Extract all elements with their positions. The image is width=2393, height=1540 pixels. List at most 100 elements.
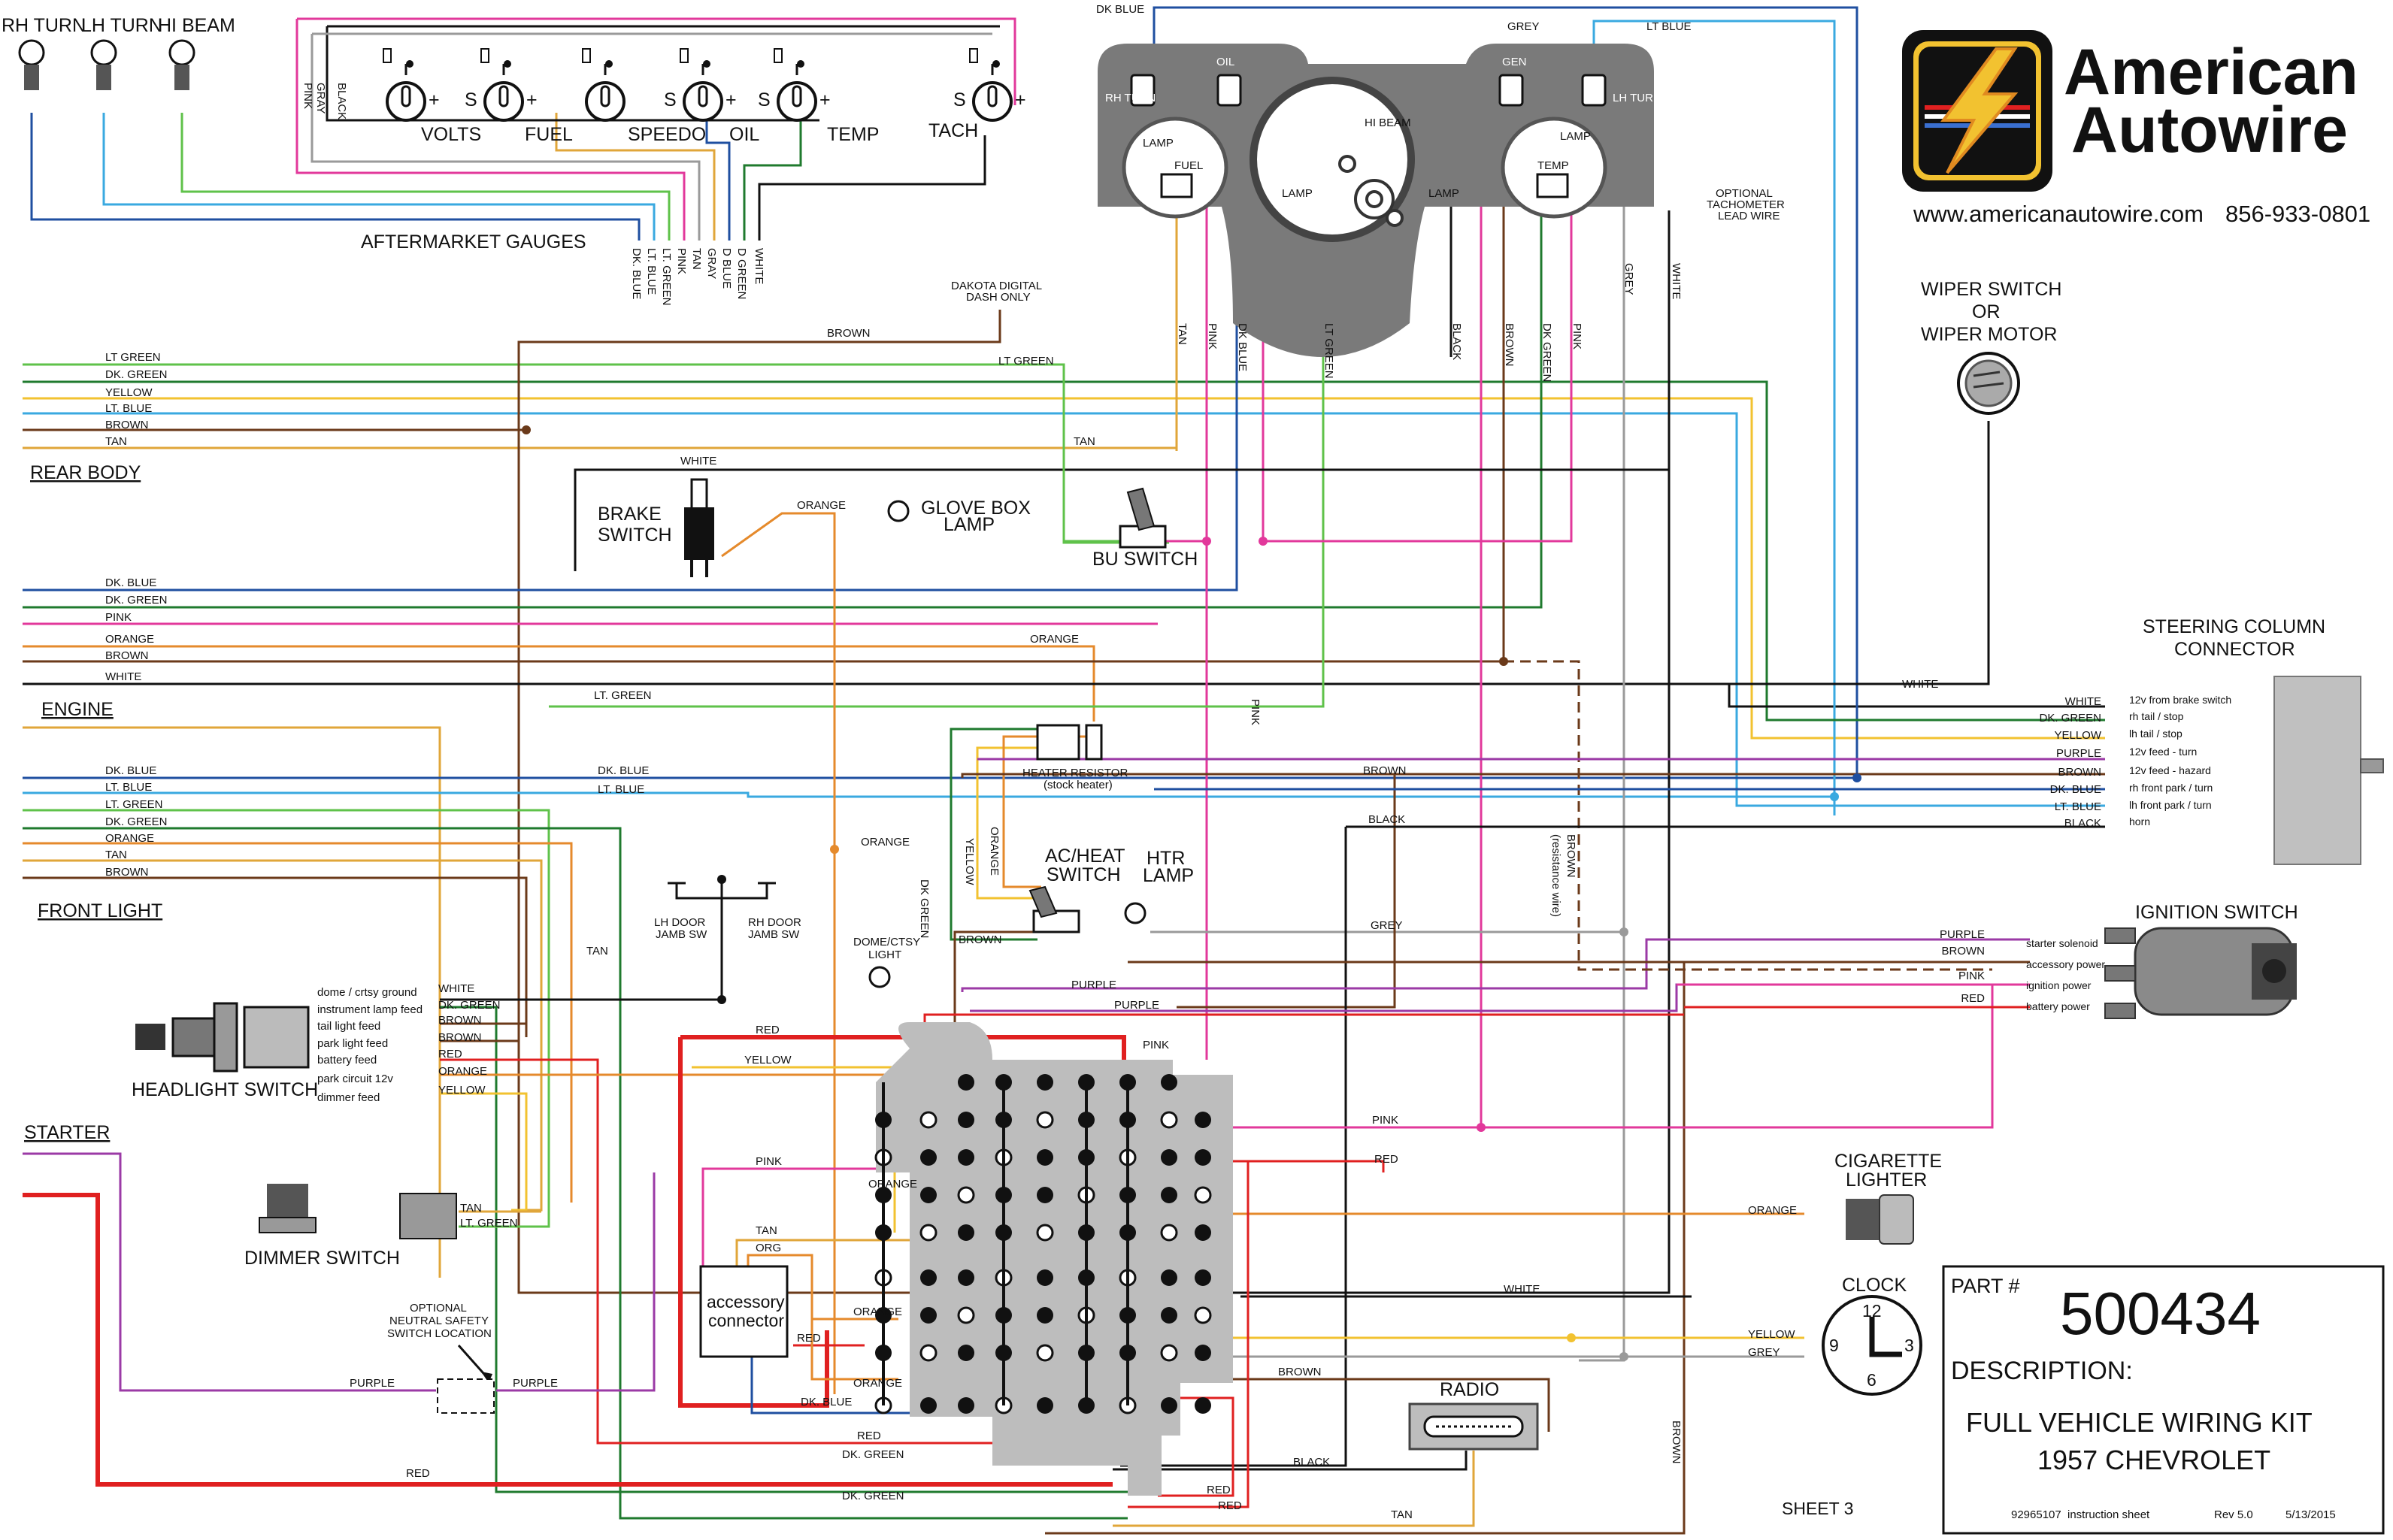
cigarette-label-line1: CIGARETTE [1834,1151,1942,1172]
steering-wire-label: DK. BLUE [2050,783,2101,796]
wire-gauge-tan [555,113,716,241]
heater-resistor-body-icon [1036,724,1080,761]
wire-gauge-dk-blue [30,113,641,241]
fuse-terminal [1037,1187,1053,1203]
wire-orange-fuse [810,1315,898,1381]
steering-connector-tab [2360,758,2384,773]
wire-label: PINK [1249,699,1262,725]
dome-label-line1: DOME/CTSY [853,936,920,949]
headlight-function-label: park circuit 12v [317,1073,393,1085]
fuse-terminal-open [1160,1344,1178,1362]
wire-label: GREY [1748,1346,1780,1359]
rh-door-label: RH DOOR [748,916,801,929]
rear-body-wire-label: LT GREEN [105,351,161,364]
headlight-function-label: instrument lamp feed [317,1003,423,1016]
dimmer-connector-icon [399,1193,457,1239]
glove-box-label-line1: GLOVE BOX [921,498,1031,519]
brand-name-line2: Autowire [2071,94,2348,166]
wire-label: BROWN [959,933,1002,946]
wire-black-radio [1113,1451,1468,1471]
junction-dot [1202,537,1211,546]
fuse-terminal [958,1074,974,1091]
rear-body-wire-label: BROWN [105,419,149,431]
headlight-wire-label: RED [438,1048,462,1060]
brake-switch-label-line1: BRAKE [598,504,662,525]
mid-wire-label: BROWN [105,649,149,662]
indicator-rh-turn: RH TURN [2,15,86,90]
wire-gauge-dkgreen2 [743,113,802,241]
front-light-section-label: FRONT LIGHT [38,900,162,921]
front-light-wire-label: ORANGE [105,832,154,845]
part-label: PART # [1951,1275,2020,1297]
dash-lh-turn-label: LH TURN [1613,92,1661,104]
wire-gauge-gray [310,34,701,241]
gauge-lamp-icon [480,48,489,63]
wire-label: LT. BLUE [598,783,644,796]
wire-label: ORANGE [797,499,846,512]
gauge-plus-label: + [725,89,737,110]
wiper-knob-line [1973,382,2004,389]
wire-hl-yellow [440,1092,528,1212]
fuse-terminal [1161,1074,1177,1091]
gauge-lead-label: D GREEN [735,248,748,299]
steering-function-label: 12v from brake switch [2129,694,2231,706]
bulb-socket-icon [1338,155,1356,173]
junction-dots [522,425,1861,1361]
junction-dot [1499,657,1508,666]
wire-mid-orange [23,645,1095,722]
accessory-connector: accessory connector [699,1265,789,1358]
fuse-terminal-open [957,1306,975,1324]
headlight-wire-label: DK. GREEN [438,999,501,1012]
headlight-function-label: tail light feed [317,1020,380,1033]
headlight-wire-label: BROWN [438,1014,482,1027]
dimmer-switch-cap-icon [267,1184,308,1218]
radio: RADIO [1408,1379,1539,1451]
wire-battery-red [678,1037,829,1408]
ac-heat-lever-icon [1028,885,1058,918]
junction-dot [605,60,613,68]
ignition-wire-label: BROWN [1942,945,1986,958]
wire-label: DK. GREEN [842,1448,904,1461]
wire-hl-white [440,977,723,1001]
socket-icon [96,65,111,90]
steering-connector-body [2273,676,2361,865]
bulb-icon [887,500,910,522]
part-number: 500434 [2060,1280,2261,1347]
revision: Rev 5.0 [2214,1508,2253,1521]
ignition-function-label: starter solenoid [2026,937,2098,949]
fuse-terminal [920,1307,937,1324]
steering-function-label: rh tail / stop [2129,710,2184,722]
gauge-s-label: S [758,89,771,110]
wire-label: TAN [586,945,608,958]
gauge-lamp-icon [383,48,392,63]
gauge-stud-icon [987,85,998,107]
dash-lead-label: PINK [1571,323,1583,349]
fuse-terminal-open [1160,1224,1178,1242]
mid-wire-label: ORANGE [105,633,154,646]
wire-mid-dk-green [23,184,1543,609]
brand-website[interactable]: www.americanautowire.com [1913,201,2204,227]
headlight-switch-shaft-icon [171,1017,216,1057]
ignition-function-label: battery power [2026,1000,2090,1012]
wire-label: DK. BLUE [801,1396,852,1408]
sheet-type: instruction sheet [2067,1508,2150,1521]
engine-section-label: ENGINE [41,699,114,720]
clock: CLOCK 12 3 6 9 [1822,1275,1922,1396]
wire-black-center [1120,827,1347,1467]
safety-note-line: NEUTRAL SAFETY [389,1315,489,1327]
ignition-terminal [2104,965,2136,982]
wire-label: BROWN [1278,1366,1322,1378]
wire-dash-ltgreen [549,184,1325,708]
fuse-terminal [958,1112,974,1128]
ac-heat-label-line1: AC/HEAT [1045,846,1125,867]
wire-label: DK GREEN [918,879,931,938]
rear-body-wire-label: LT. BLUE [105,402,152,415]
fuse-terminal [1195,1345,1211,1361]
wire-front-dk-blue [23,6,1858,779]
ignition-function-label: accessory power [2026,958,2105,970]
clock-label: CLOCK [1842,1275,1907,1296]
dimmer-switch-base-icon [259,1217,317,1233]
temp-label: TEMP [827,124,879,145]
tach-note-line: TACHOMETER [1707,198,1785,211]
wire-label-black: BLACK [335,83,348,120]
